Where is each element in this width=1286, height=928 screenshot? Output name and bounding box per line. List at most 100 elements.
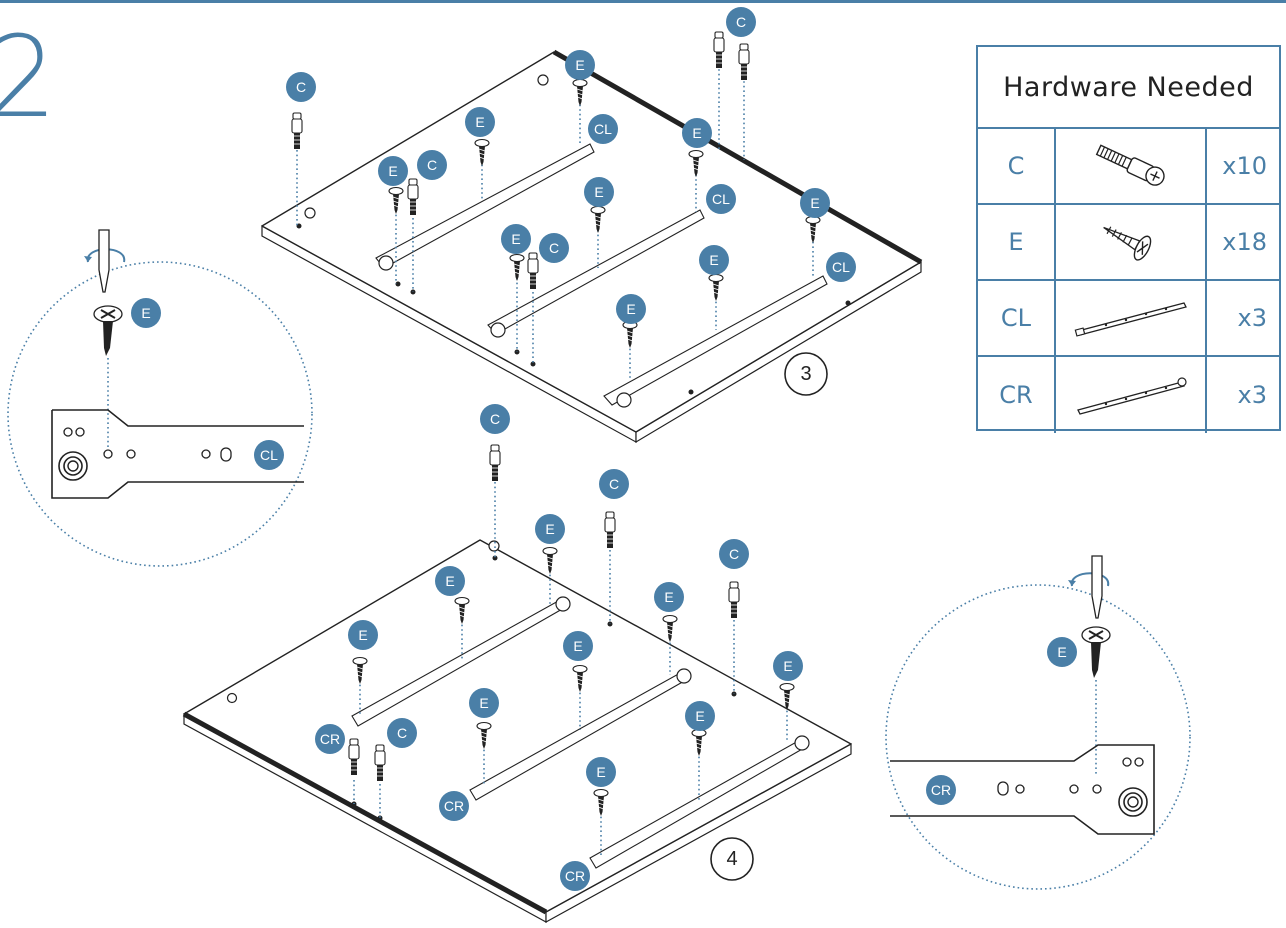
callout-e: E — [773, 651, 803, 681]
callout-e: E — [616, 294, 646, 324]
svg-text:E: E — [709, 252, 718, 268]
callout-cl: CL — [254, 440, 284, 470]
hardware-code: CR — [978, 357, 1056, 433]
callout-e: E — [800, 188, 830, 218]
hardware-row-c: C x10 — [978, 129, 1279, 205]
svg-text:C: C — [427, 157, 437, 173]
svg-text:CL: CL — [712, 191, 730, 207]
callout-c: C — [387, 718, 417, 748]
callout-c: C — [417, 150, 447, 180]
svg-text:E: E — [573, 638, 582, 654]
svg-text:E: E — [141, 305, 150, 321]
svg-text:C: C — [609, 476, 619, 492]
substep-3-marker: 3 — [784, 352, 828, 396]
svg-text:E: E — [575, 57, 584, 73]
callout-e: E — [469, 688, 499, 718]
callout-e: E — [584, 177, 614, 207]
hardware-row-e: E x18 — [978, 205, 1279, 281]
callout-c: C — [719, 539, 749, 569]
cam-bolt-icon — [1095, 144, 1165, 186]
svg-text:E: E — [594, 184, 603, 200]
svg-text:CR: CR — [931, 782, 951, 798]
hardware-table-title: Hardware Needed — [978, 47, 1279, 129]
svg-text:C: C — [397, 725, 407, 741]
callout-e: E — [563, 631, 593, 661]
svg-text:CL: CL — [832, 259, 850, 275]
left-drawer-rail-icon — [1074, 302, 1187, 337]
callout-c: C — [599, 469, 629, 499]
callout-c: C — [480, 404, 510, 434]
callout-e: E — [699, 245, 729, 275]
svg-text:E: E — [1057, 644, 1066, 660]
callout-c: C — [726, 7, 756, 37]
svg-text:C: C — [729, 546, 739, 562]
wood-screw-icon — [1102, 226, 1151, 261]
callout-cr: CR — [560, 861, 590, 891]
hardware-qty: x10 — [1222, 152, 1267, 180]
svg-text:C: C — [490, 411, 500, 427]
hardware-table: Hardware Needed C x10 E — [976, 45, 1281, 433]
svg-text:E: E — [664, 589, 673, 605]
hardware-qty: x3 — [1237, 304, 1267, 332]
svg-text:E: E — [475, 114, 484, 130]
top-rule — [0, 0, 1286, 3]
callout-e: E — [378, 156, 408, 186]
svg-text:C: C — [549, 240, 559, 256]
callout-e: E — [565, 50, 595, 80]
svg-text:E: E — [511, 231, 520, 247]
substep-4-label: 4 — [726, 848, 737, 870]
svg-text:E: E — [479, 695, 488, 711]
callout-c: C — [539, 233, 569, 263]
hardware-qty: x3 — [1237, 381, 1267, 409]
lower-rails — [351, 596, 810, 869]
callout-cl: CL — [826, 252, 856, 282]
callout-e: E — [435, 566, 465, 596]
svg-text:E: E — [695, 708, 704, 724]
svg-text:E: E — [545, 521, 554, 537]
callout-cr: CR — [439, 791, 469, 821]
callout-e: E — [465, 107, 495, 137]
step-number: 2 — [0, 13, 58, 143]
svg-text:E: E — [388, 163, 397, 179]
detail-left — [7, 229, 313, 567]
hardware-row-cr: CR x3 — [978, 357, 1279, 433]
callout-e: E — [654, 582, 684, 612]
hardware-code: CL — [978, 281, 1056, 355]
hardware-qty: x18 — [1222, 228, 1267, 256]
callout-e: E — [348, 620, 378, 650]
svg-text:E: E — [445, 573, 454, 589]
svg-text:CL: CL — [594, 121, 612, 137]
upper-rails — [375, 143, 828, 408]
svg-text:C: C — [736, 14, 746, 30]
detail-right — [885, 555, 1191, 890]
svg-text:CR: CR — [444, 798, 464, 814]
callout-cl: CL — [588, 114, 618, 144]
svg-text:E: E — [626, 301, 635, 317]
callout-cl: CL — [706, 184, 736, 214]
callout-e: E — [586, 757, 616, 787]
svg-text:CL: CL — [260, 447, 278, 463]
substep-3-label: 3 — [800, 363, 811, 385]
svg-text:CR: CR — [565, 868, 585, 884]
callout-bubbles: CCCCEEEEEEEEECLCLCLECLCCCCEEEEEEEEECRCRC… — [131, 7, 1077, 891]
right-drawer-rail-icon — [1076, 377, 1187, 415]
callout-e: E — [501, 224, 531, 254]
svg-text:E: E — [783, 658, 792, 674]
callout-e: E — [1047, 637, 1077, 667]
svg-text:E: E — [810, 195, 819, 211]
svg-text:E: E — [596, 764, 605, 780]
svg-text:C: C — [296, 79, 306, 95]
callout-cr: CR — [926, 775, 956, 805]
callout-e: E — [535, 514, 565, 544]
callout-e: E — [685, 701, 715, 731]
hardware-row-cl: CL x3 — [978, 281, 1279, 357]
svg-text:CR: CR — [320, 731, 340, 747]
callout-e: E — [682, 118, 712, 148]
hardware-code: E — [978, 205, 1056, 279]
callout-c: C — [286, 72, 316, 102]
svg-text:E: E — [358, 627, 367, 643]
svg-text:E: E — [692, 125, 701, 141]
substep-4-marker: 4 — [710, 837, 754, 881]
callout-e: E — [131, 298, 161, 328]
